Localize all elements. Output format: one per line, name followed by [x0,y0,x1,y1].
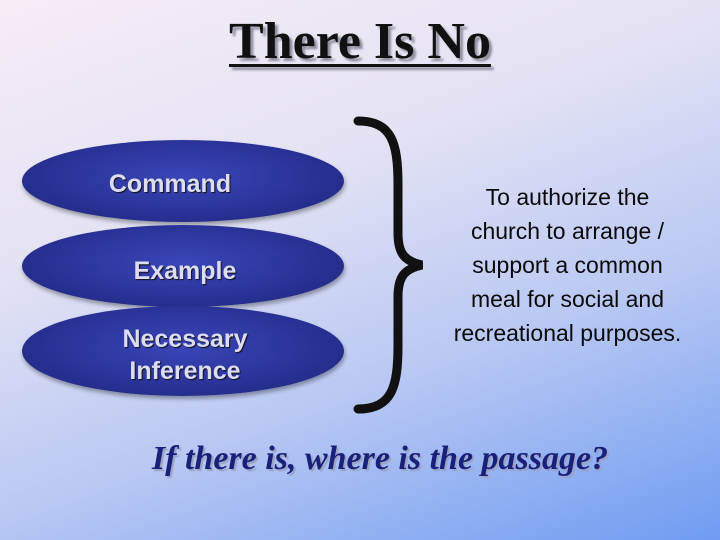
oval-necessary-inference [22,306,344,396]
right-curly-brace [353,116,424,414]
oval-necessary-label-line1: Necessary [122,325,248,353]
oval-command [22,140,344,222]
statement-line-5: recreational purposes. [453,320,682,346]
oval-example-label: Example [133,257,237,285]
statement-line-4: meal for social and [470,286,665,312]
question-text: If there is, where is the passage? [151,440,609,477]
oval-command-label: Command [108,170,232,198]
slide-title: There Is No [229,13,491,70]
statement-line-2: church to arrange / [470,218,665,244]
oval-necessary-inference-label: Necessary Inference [55,323,315,387]
oval-example [22,225,344,307]
statement-line-3: support a common [472,252,663,278]
oval-necessary-label-line2: Inference [129,357,241,385]
statement-text: To authorize the church to arrange / sup… [420,180,715,350]
statement-line-1: To authorize the [485,184,650,210]
